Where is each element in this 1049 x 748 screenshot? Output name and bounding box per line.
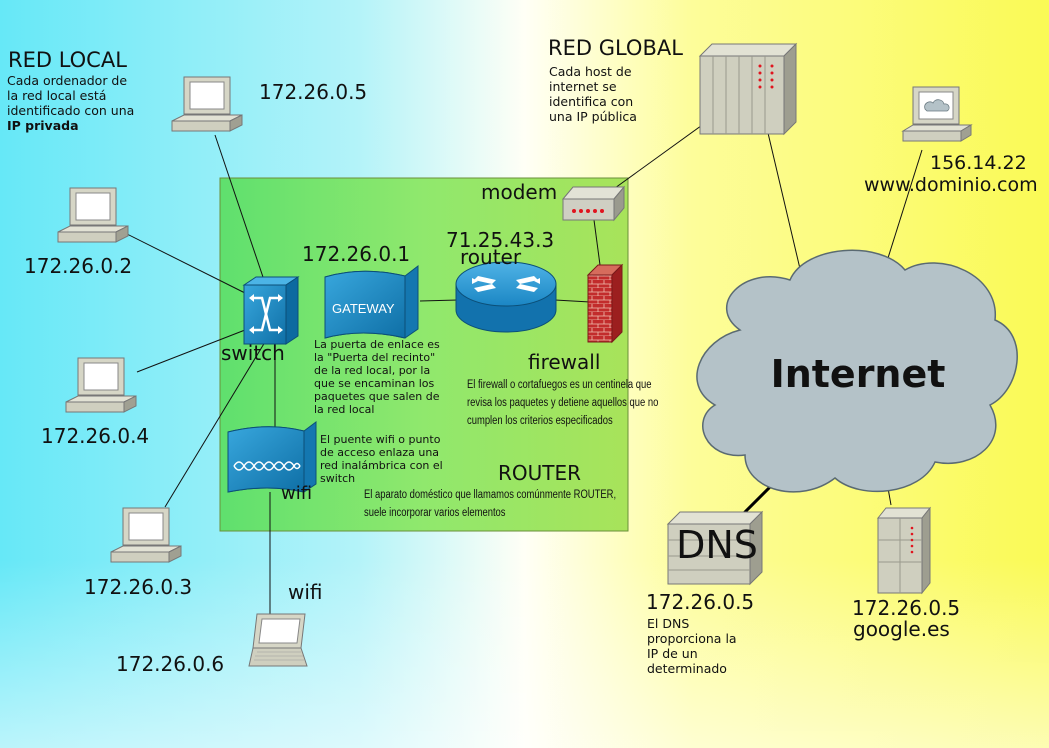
modem-label: modem bbox=[481, 180, 558, 204]
global-desc-line: internet se bbox=[549, 79, 617, 94]
local-description: Cada ordenador de la red local está iden… bbox=[7, 73, 134, 133]
global-desc-line: una IP pública bbox=[549, 109, 637, 124]
local-desc-line: identificado con una bbox=[7, 103, 135, 118]
dns-desc-line: determinado bbox=[647, 661, 727, 676]
google-server-icon bbox=[876, 506, 932, 595]
link-server-internet bbox=[767, 132, 806, 291]
link-pc1-switch bbox=[214, 134, 266, 284]
pc-ip-3: 172.26.0.4 bbox=[41, 424, 150, 448]
gateway-desc-line: La puerta de enlace es bbox=[314, 338, 440, 351]
gateway-desc-line: la "Puerta del recinto" bbox=[314, 351, 436, 364]
laptop-ip: 172.26.0.6 bbox=[116, 652, 225, 676]
web-host-ip: 156.14.22 bbox=[930, 152, 1027, 174]
link-pc3-switch bbox=[136, 329, 246, 373]
gateway-desc-line: que se encaminan los bbox=[314, 377, 435, 390]
dns-server-icon bbox=[666, 510, 764, 586]
dns-desc-line: El DNS bbox=[647, 616, 690, 631]
global-description: Cada host de internet se identifica con … bbox=[549, 64, 637, 124]
router-ip: 71.25.43.3 bbox=[446, 228, 555, 252]
pc-ip-2: 172.26.0.2 bbox=[24, 254, 133, 278]
google-ip: 172.26.0.5 bbox=[852, 596, 961, 620]
web-host-domain: www.dominio.com bbox=[864, 174, 1038, 196]
wifi-ap-label: wifi bbox=[281, 483, 313, 504]
global-title: RED GLOBAL bbox=[548, 36, 683, 60]
gateway-label: GATEWAY bbox=[332, 301, 395, 316]
web-host-pc-icon bbox=[901, 86, 973, 142]
wifi-description: El puente wifi o punto de acceso enlaza … bbox=[320, 433, 443, 485]
local-desc-line: Cada ordenador de bbox=[7, 73, 128, 88]
firewall-desc-line: El firewall o cortafuegos es un centinel… bbox=[467, 379, 652, 391]
gateway-description: La puerta de enlace es la "Puerta del re… bbox=[314, 338, 440, 416]
switch-label: switch bbox=[221, 341, 285, 365]
dns-label: DNS bbox=[676, 523, 758, 567]
gateway-desc-line: de la red local, por la bbox=[314, 364, 431, 377]
internet-cloud bbox=[696, 249, 1018, 493]
router-title: ROUTER bbox=[498, 461, 582, 485]
wifi-desc-line: switch bbox=[320, 472, 356, 485]
dns-ip: 172.26.0.5 bbox=[646, 590, 755, 614]
router-desc-line: suele incorporar varios elementos bbox=[364, 507, 506, 519]
router-description: El aparato doméstico que llamamos comúnm… bbox=[364, 488, 671, 521]
link-web-internet bbox=[887, 149, 923, 259]
gateway-desc-line: la red local bbox=[314, 403, 375, 416]
wifi-desc-line: red inalámbrica con el bbox=[320, 459, 443, 472]
wifi-desc-line: El puente wifi o punto bbox=[320, 433, 441, 446]
switch-icon bbox=[242, 276, 300, 345]
firewall-icon bbox=[586, 263, 624, 344]
laptop-wifi-label: wifi bbox=[288, 580, 323, 604]
background-fade bbox=[0, 560, 1049, 748]
local-desc-line: la red local está bbox=[7, 88, 107, 103]
firewall-desc-line: cumplen los criterios especificados bbox=[467, 415, 613, 427]
dns-desc-line: proporciona la bbox=[647, 631, 737, 646]
global-desc-line: identifica con bbox=[549, 94, 634, 109]
link-gateway-router bbox=[419, 299, 459, 302]
pc-ip-4: 172.26.0.3 bbox=[84, 575, 193, 599]
router-desc-line: El aparato doméstico que llamamos comúnm… bbox=[364, 489, 617, 501]
pc-ip-1: 172.26.0.5 bbox=[259, 80, 368, 104]
local-desc-bold: IP privada bbox=[7, 118, 79, 133]
pc-icon-3 bbox=[65, 357, 137, 413]
server-icon-global bbox=[698, 42, 798, 136]
firewall-description: El firewall o cortafuegos es un centinel… bbox=[467, 378, 700, 429]
router-icon bbox=[455, 261, 557, 333]
wifi-access-point-icon bbox=[227, 421, 317, 493]
global-desc-line: Cada host de bbox=[549, 64, 632, 79]
wifi-desc-line: de acceso enlaza una bbox=[320, 446, 440, 459]
link-modem-server bbox=[614, 122, 706, 189]
gateway-desc-line: paquetes que salen de bbox=[314, 390, 440, 403]
connections bbox=[124, 122, 923, 622]
firewall-desc-line: revisa los paquetes y detiene aquellos q… bbox=[467, 397, 659, 409]
link-pc2-switch bbox=[124, 232, 246, 294]
link-modem-firewall bbox=[593, 219, 601, 266]
dns-description: El DNS proporciona la IP de un determina… bbox=[647, 616, 737, 676]
laptop-icon bbox=[248, 613, 308, 667]
firewall-label: firewall bbox=[528, 350, 601, 374]
pc-icon-4 bbox=[110, 507, 182, 563]
local-title: RED LOCAL bbox=[8, 48, 127, 72]
dns-desc-line: IP de un bbox=[647, 646, 698, 661]
link-router-firewall bbox=[554, 299, 591, 303]
router-label: router bbox=[460, 245, 522, 269]
modem-icon bbox=[561, 185, 626, 222]
pc-icon-2 bbox=[57, 187, 129, 243]
gateway-ip: 172.26.0.1 bbox=[302, 242, 411, 266]
internet-label: Internet bbox=[771, 352, 946, 396]
google-domain: google.es bbox=[853, 617, 950, 641]
pc-icon-1 bbox=[171, 76, 243, 132]
link-pc4-switch bbox=[164, 341, 266, 508]
gateway-icon bbox=[324, 264, 419, 339]
